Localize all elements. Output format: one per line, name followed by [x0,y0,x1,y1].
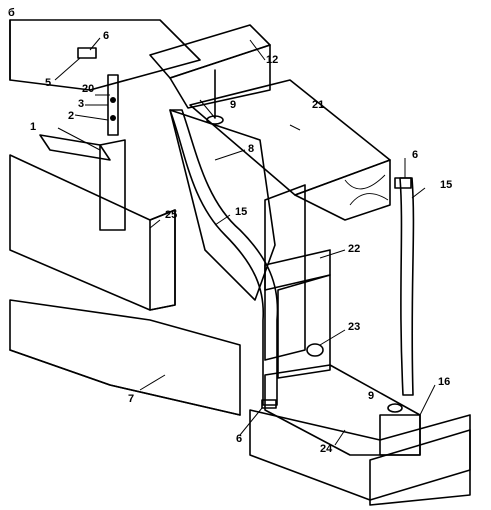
callout-1: 1 [30,121,36,133]
callout-21: 21 [312,99,324,111]
callout-23: 23 [348,321,360,333]
head-plate [189,79,391,221]
ceiling-beam [149,24,271,109]
callout-2: 2 [68,110,74,122]
top-slab [9,19,201,91]
callout-9: 12 [266,54,278,66]
callout-6-right: 6 [412,149,418,161]
callout-8-top: 9 [230,99,236,111]
callout-5: 5 [45,77,51,89]
callout-8-bottom: 9 [368,390,374,402]
membrane-left [169,109,279,406]
callout-12-right: 15 [440,179,452,191]
callout-25: 25 [165,209,177,221]
membrane-right [399,177,415,396]
skirting-profile [9,154,176,311]
callout-20: 20 [82,83,94,95]
callout-24: 24 [320,443,333,455]
callout-15: 16 [438,376,450,388]
sill-plate [264,364,421,456]
callout-6-bottom: 6 [236,433,242,445]
anchor-bolt-top [206,69,224,125]
vertical-stud [264,184,331,379]
stud-hole [306,343,324,357]
callout-12-left: 15 [235,206,247,218]
floor-joist [9,299,241,416]
wiring-channel [39,74,126,231]
callout-labels: б 6 5 20 3 2 1 12 9 21 8 6 15 25 15 22 2… [8,7,452,455]
callout-7: 8 [248,143,254,155]
callout-3: 3 [78,98,84,110]
callout-6-top: 6 [103,30,109,42]
callout-22: 22 [348,243,360,255]
callout-16: 7 [128,393,134,405]
panel-letter: б [8,7,15,19]
foundation-slab [249,409,471,506]
leader-lines [54,37,436,446]
gaskets [77,47,412,409]
insulation-mesh [169,109,276,301]
